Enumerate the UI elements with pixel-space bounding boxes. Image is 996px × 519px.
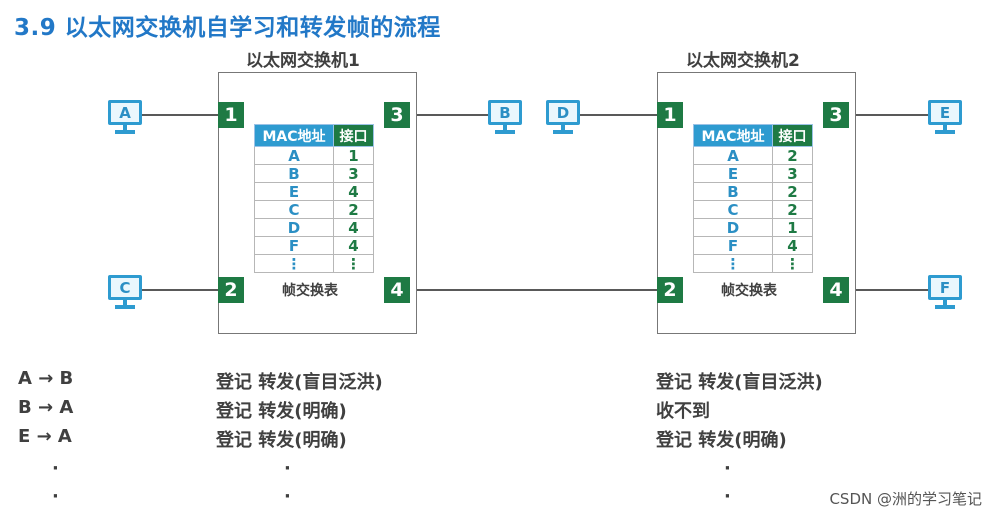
flow-label: E → A: [18, 426, 72, 447]
table-row: ⋮⋮: [254, 254, 374, 273]
table-row: ⋮⋮: [693, 254, 813, 273]
port-header: 接口: [772, 124, 813, 147]
switch1-action: 登记 转发(明确): [216, 430, 347, 451]
mac-header: MAC地址: [693, 124, 773, 147]
switch1-port-2: 2: [218, 277, 244, 303]
switch1-action: 登记 转发(盲目泛洪): [216, 372, 383, 393]
switch2-port-1: 1: [657, 102, 683, 128]
switch2-action: 登记 转发(明确): [656, 430, 787, 451]
host-b-computer-icon: B: [488, 100, 522, 134]
continuation-dot: ·: [284, 458, 291, 479]
continuation-dot: ·: [52, 458, 59, 479]
switch2-title: 以太网交换机2: [686, 51, 800, 71]
switch2-port-3: 3: [823, 102, 849, 128]
host-e-computer-icon: E: [928, 100, 962, 134]
mac-header: MAC地址: [254, 124, 334, 147]
switch2-action: 收不到: [656, 401, 710, 422]
switch1-title: 以太网交换机1: [246, 51, 360, 71]
continuation-dot: ·: [724, 486, 731, 507]
switch2-port-4: 4: [823, 277, 849, 303]
host-d-label: D: [549, 103, 577, 122]
switch1-port-1: 1: [218, 102, 244, 128]
flow-label: B → A: [18, 397, 74, 418]
switch1-table-caption: 帧交换表: [282, 283, 338, 299]
host-c-label: C: [111, 278, 139, 297]
continuation-dot: ·: [52, 486, 59, 507]
host-a-computer-icon: A: [108, 100, 142, 134]
watermark: CSDN @洲的学习笔记: [829, 490, 982, 508]
host-e-label: E: [931, 103, 959, 122]
host-b-label: B: [491, 103, 519, 122]
host-c-computer-icon: C: [108, 275, 142, 309]
switch2-port-2: 2: [657, 277, 683, 303]
host-d-computer-icon: D: [546, 100, 580, 134]
continuation-dot: ·: [284, 486, 291, 507]
flow-label: A → B: [18, 368, 74, 389]
host-f-label: F: [931, 278, 959, 297]
switch1-port-4: 4: [384, 277, 410, 303]
host-f-computer-icon: F: [928, 275, 962, 309]
switch2-table-caption: 帧交换表: [721, 283, 777, 299]
continuation-dot: ·: [724, 458, 731, 479]
page-title: 3.9 以太网交换机自学习和转发帧的流程: [14, 15, 441, 41]
switch1-action: 登记 转发(明确): [216, 401, 347, 422]
port-header: 接口: [333, 124, 374, 147]
switch1-port-3: 3: [384, 102, 410, 128]
host-a-label: A: [111, 103, 139, 122]
switch2-action: 登记 转发(盲目泛洪): [656, 372, 823, 393]
